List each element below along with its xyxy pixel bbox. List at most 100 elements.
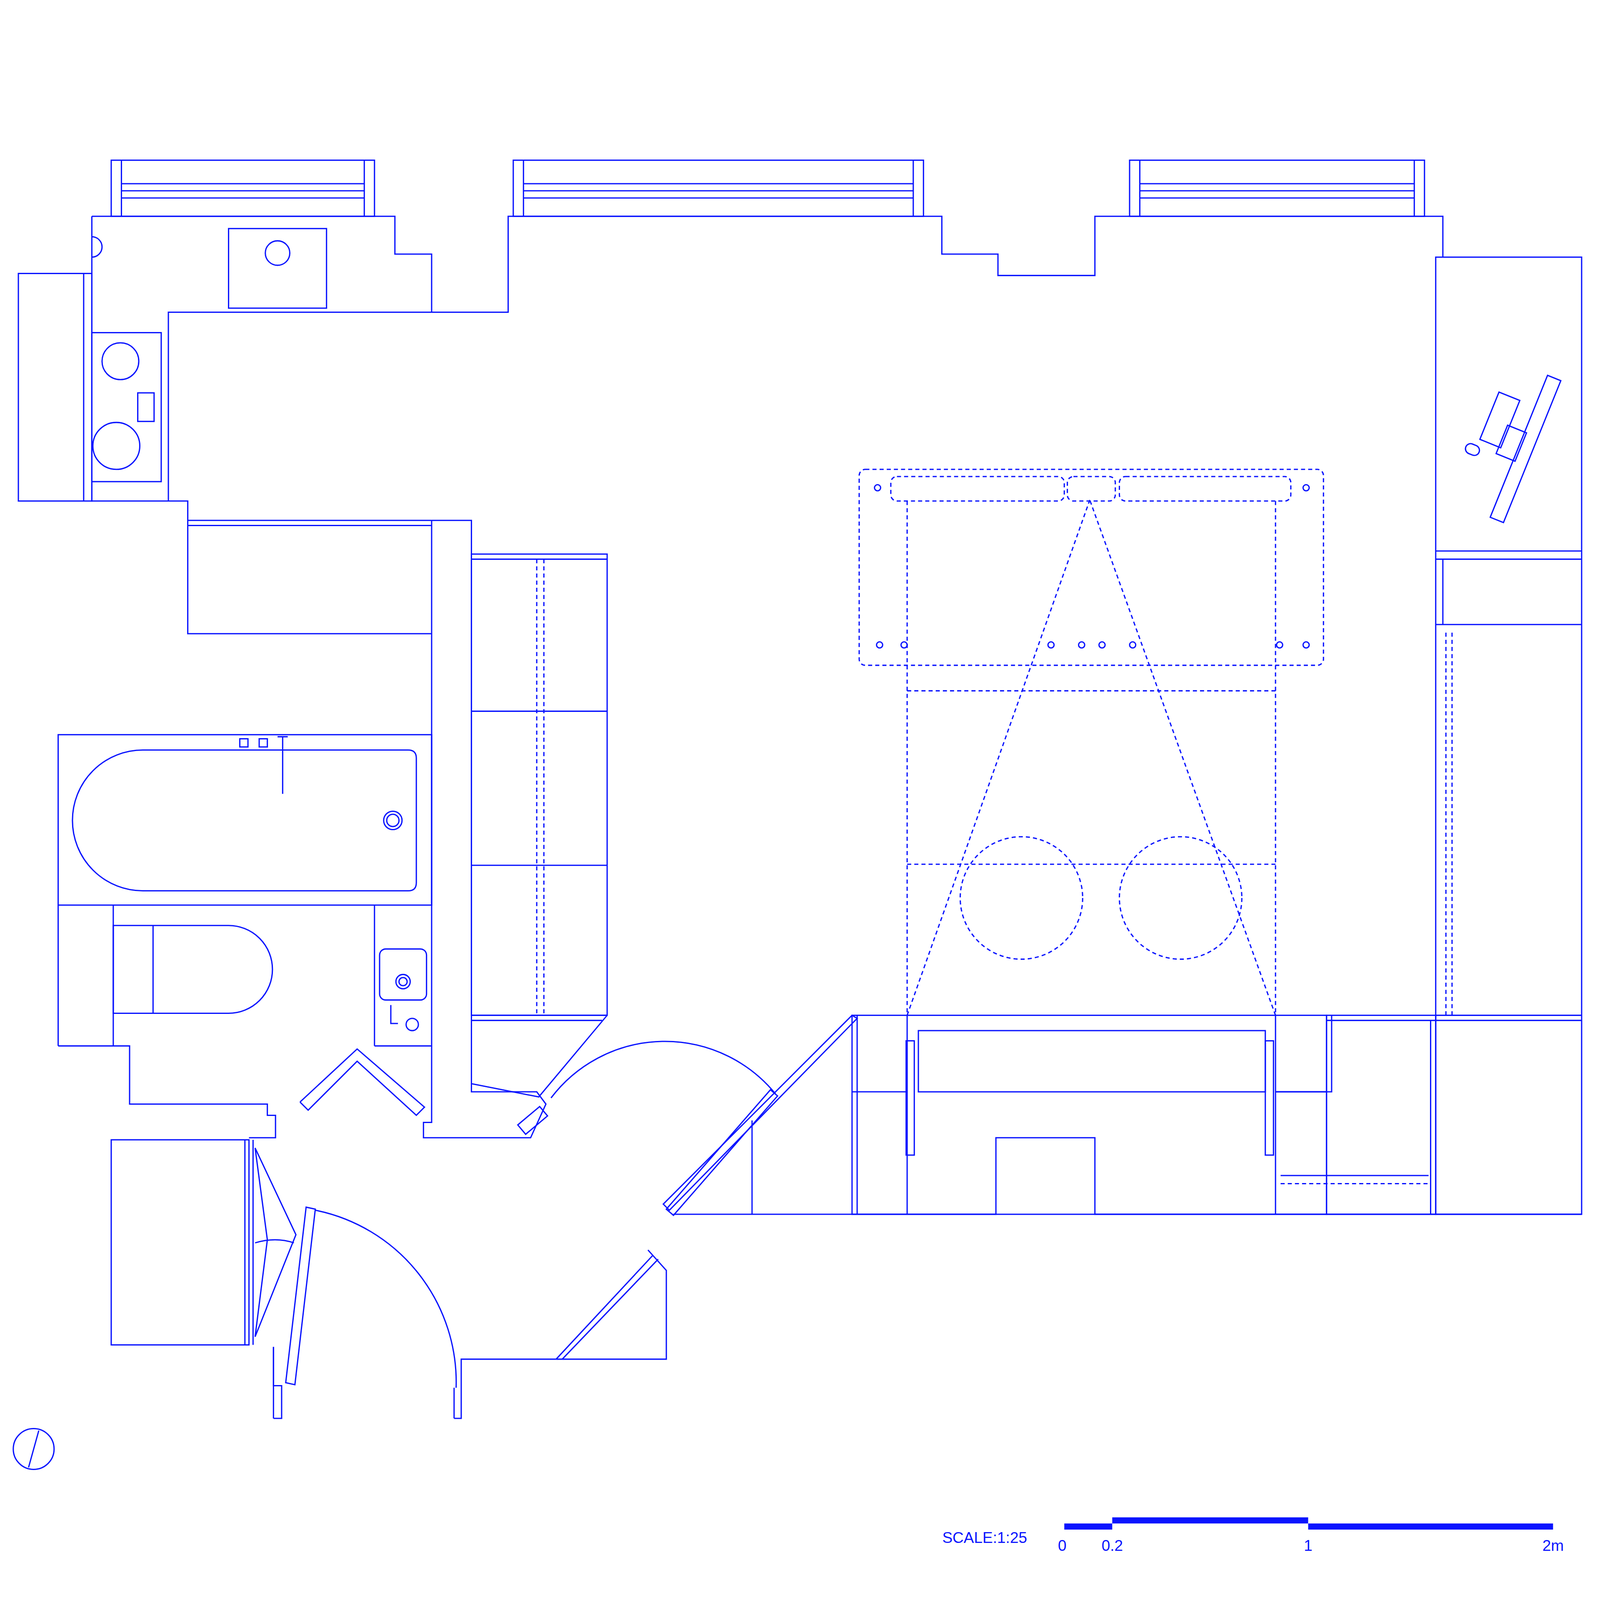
plan-line [111, 1140, 250, 1345]
plan-line [252, 1140, 254, 1345]
plan-line [58, 735, 432, 906]
plan-line [1435, 1015, 1582, 1017]
plan-line [1302, 485, 1310, 492]
plan-line [906, 501, 908, 1016]
plan-line [91, 236, 102, 258]
plan-line [187, 520, 432, 522]
plan-line [363, 160, 365, 217]
plan-line [1119, 837, 1243, 960]
plan-line [1430, 1020, 1432, 1215]
plan-line [82, 273, 85, 501]
plan-line [663, 1015, 858, 1211]
plan-line [383, 811, 403, 830]
plan-line [471, 1020, 602, 1022]
plan-line [423, 520, 546, 1138]
plan-line [272, 1347, 275, 1419]
plan-line [1280, 1175, 1429, 1177]
plan-line [562, 1259, 658, 1360]
wall-bed [852, 469, 1327, 1215]
plan-line [259, 739, 268, 748]
north-arrow [13, 1428, 55, 1470]
plan-line [1490, 375, 1561, 523]
plan-line [918, 1030, 1266, 1093]
plan-line [1435, 558, 1582, 560]
plan-line [1445, 357, 1561, 523]
plan-line [1442, 559, 1444, 625]
plan-line [1413, 160, 1415, 217]
plan-line [1308, 1523, 1554, 1530]
plan-line [852, 1091, 908, 1093]
plan-line [1047, 642, 1055, 649]
plan-line [395, 974, 410, 989]
plan-line [673, 1137, 1582, 1215]
plan-line [91, 216, 1443, 313]
plan-line [1435, 1020, 1582, 1022]
plan-line [556, 1250, 667, 1360]
plan-line [168, 312, 432, 502]
plan-line [28, 1430, 39, 1468]
plan-line [91, 216, 432, 634]
plan-line [471, 558, 608, 560]
plan-line [187, 525, 432, 527]
plan-line [471, 554, 608, 1016]
plan-line [907, 500, 1090, 1016]
plan-line [453, 1387, 455, 1419]
plan-line [152, 925, 154, 1014]
plan-line [1140, 182, 1415, 185]
plan-line [523, 190, 914, 192]
plan-line [1496, 425, 1527, 462]
plan-line [471, 1015, 608, 1017]
plan-line [859, 469, 1324, 666]
windows [111, 160, 1425, 217]
doors [273, 1015, 858, 1419]
shelving [471, 554, 608, 1135]
plan-line [751, 1120, 753, 1215]
plan-line [471, 1015, 608, 1098]
scale-text: SCALE:1:25 [940, 1529, 1029, 1547]
plan-line [406, 1018, 419, 1031]
plan-line [91, 332, 162, 483]
plan-line [1129, 642, 1136, 649]
cabinets [1275, 257, 1582, 1215]
walls [18, 216, 1582, 1419]
plan-line [57, 905, 59, 1047]
plan-line [137, 392, 155, 422]
plan-line [1280, 1183, 1429, 1185]
plan-line [1112, 1517, 1308, 1525]
plan-line [121, 197, 365, 199]
plan-line [1275, 1015, 1277, 1215]
plan-line [379, 949, 427, 1000]
plan-line [876, 642, 883, 649]
plan-line [517, 1106, 548, 1135]
plan-line [1078, 642, 1085, 649]
plan-line [120, 160, 123, 217]
plan-line [1463, 442, 1481, 458]
plan-line [960, 837, 1083, 960]
closet [111, 1140, 296, 1345]
scale-bar [1064, 1517, 1553, 1530]
plan-line [1119, 476, 1291, 502]
plan-line [1099, 642, 1106, 649]
plan-line [255, 1240, 294, 1243]
plan-line [72, 750, 417, 891]
plan-line [1090, 500, 1276, 1016]
plan-line [1435, 624, 1582, 626]
plan-line [390, 1005, 398, 1024]
plan-line [285, 1207, 316, 1385]
plan-line [1326, 1015, 1436, 1215]
scale-tick: 0.2 [1100, 1537, 1125, 1555]
plan-line [277, 737, 288, 795]
plan-line [523, 197, 914, 199]
plan-line [18, 273, 92, 501]
scale-tick: 0 [1056, 1537, 1069, 1555]
plan-line [240, 739, 249, 748]
plan-line [907, 863, 1276, 865]
plan-line [1302, 642, 1310, 649]
plan-line [121, 190, 365, 192]
plan-line [1480, 392, 1520, 448]
plan-line [543, 559, 545, 1016]
plan-line [92, 422, 140, 470]
plan-line [471, 710, 608, 713]
plan-line [1129, 160, 1425, 217]
